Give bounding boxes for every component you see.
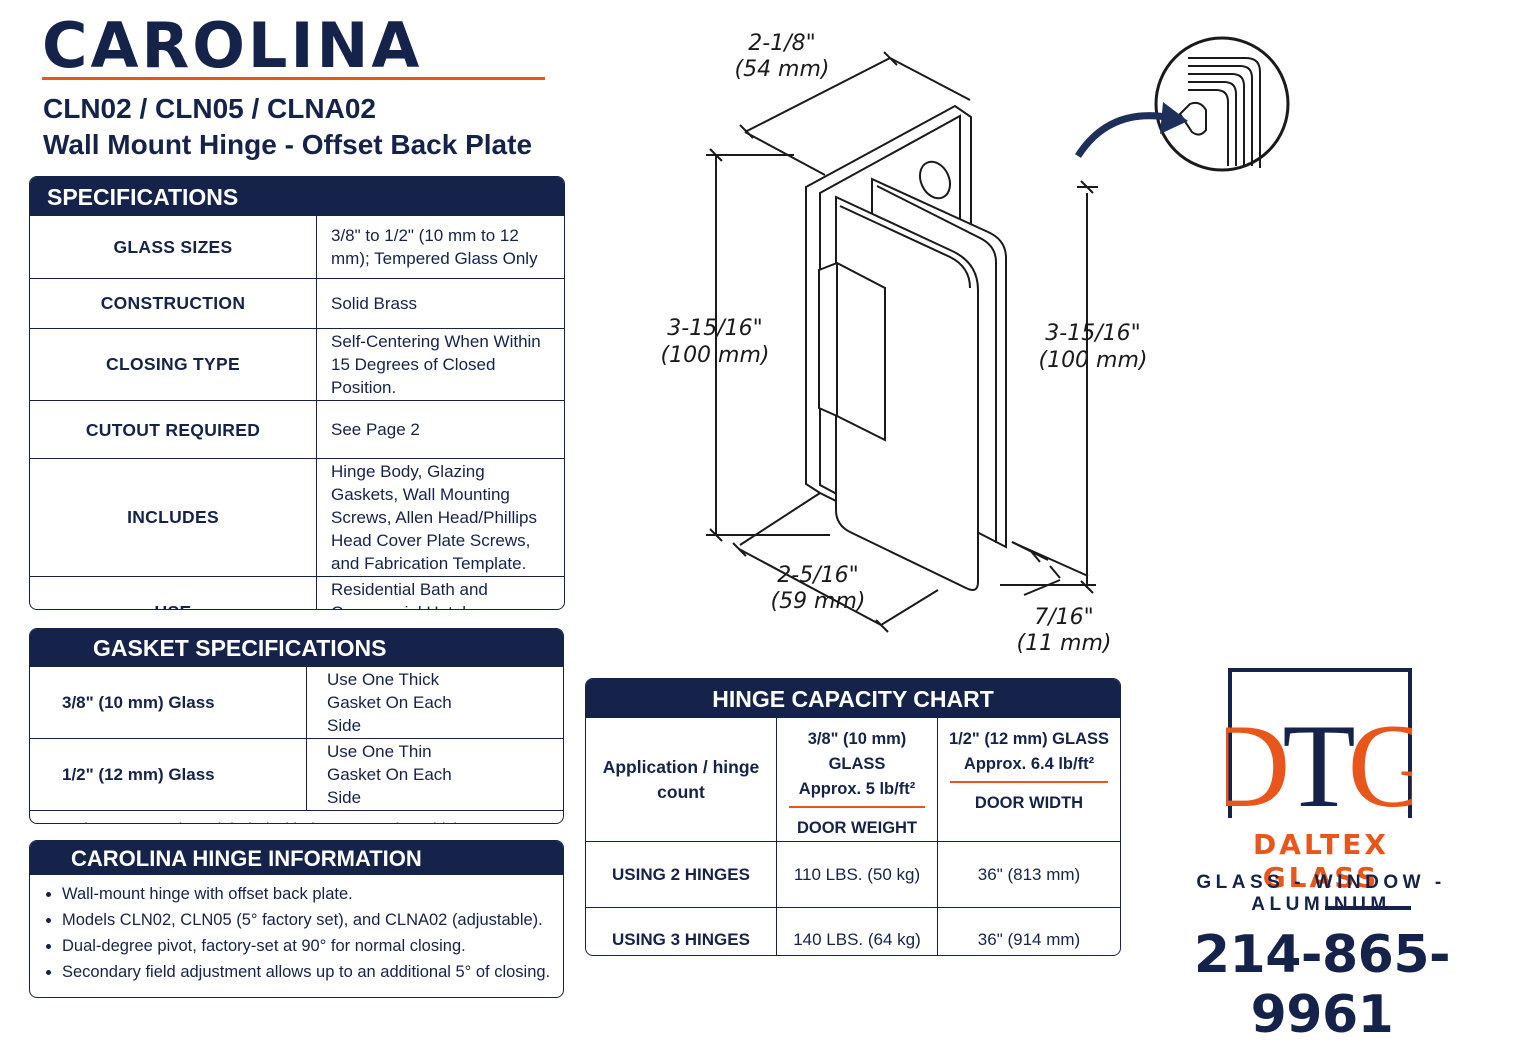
col2-divider <box>950 781 1108 783</box>
spec-label: USE <box>30 576 317 609</box>
logo-letters: DTG <box>1226 699 1412 818</box>
col2-sub: Approx. 6.4 lb/ft² <box>963 755 1095 773</box>
brand-tagline: GLASS - WINDOW - ALUMINUM <box>1196 872 1446 915</box>
spec-row: GLASS SIZES 3/8" to 1/2" (10 mm to 12 mm… <box>30 215 564 279</box>
list-item: Secondary field adjustment allows up to … <box>62 959 563 985</box>
gasket-panel: GASKET SPECIFICATIONS 3/8" (10 mm) Glass… <box>29 628 564 824</box>
table-row: USING 2 HINGES 110 LBS. (50 kg) 36" (813… <box>586 841 1120 908</box>
door-weight-value: 140 LBS. (64 kg) <box>776 907 938 955</box>
spec-label: INCLUDES <box>30 458 317 577</box>
dim-bottom-width-mm: (59 mm) <box>770 589 865 614</box>
capacity-col2-header: 1/2" (12 mm) GLASS Approx. 6.4 lb/ft² DO… <box>937 717 1120 842</box>
gasket-row: 1/2" (12 mm) Glass Use One Thin Gasket O… <box>30 738 563 811</box>
hinge-count-label: USING 3 HINGES <box>586 907 777 955</box>
gasket-label: 1/2" (12 mm) Glass <box>30 738 307 811</box>
capacity-panel: HINGE CAPACITY CHART Application / hinge… <box>585 678 1121 956</box>
col1-sub: Approx. 5 lb/ft² <box>798 780 916 798</box>
table-row: Application / hinge count 3/8" (10 mm) G… <box>586 717 1120 842</box>
capacity-table: Application / hinge count 3/8" (10 mm) G… <box>586 717 1120 955</box>
spec-value: Hinge Body, Glazing Gaskets, Wall Mounti… <box>316 458 564 577</box>
gasket-note-row: Use the screw package labeled with the c… <box>30 810 563 823</box>
dim-right-height-mm: (100 mm) <box>1038 348 1147 373</box>
capacity-corner: Application / hinge count <box>586 717 777 842</box>
gasket-note: Use the screw package labeled with the c… <box>30 810 563 823</box>
list-item: Wall-mount hinge with offset back plate. <box>62 881 563 907</box>
product-subtitle: Wall Mount Hinge - Offset Back Plate <box>43 129 533 160</box>
page-title: CAROLINA <box>42 9 423 82</box>
gasket-table: 3/8" (10 mm) Glass Use One Thick Gasket … <box>30 666 563 823</box>
specifications-heading: SPECIFICATIONS <box>30 177 564 215</box>
dim-depth: 7/16" <box>1034 605 1094 630</box>
spec-label: GLASS SIZES <box>30 215 317 279</box>
spec-row: CONSTRUCTION Solid Brass <box>30 278 564 329</box>
gasket-heading: GASKET SPECIFICATIONS <box>30 629 563 666</box>
specifications-table: GLASS SIZES 3/8" to 1/2" (10 mm to 12 mm… <box>30 215 564 609</box>
hinge-technical-drawing: 2-1/8" (54 mm) 3-15/16" (100 mm) 3-15/16… <box>660 31 1290 656</box>
col2-title: 1/2" (12 mm) GLASS <box>948 730 1110 748</box>
spec-row: USE Residential Bath and Commercial Hote… <box>30 576 564 609</box>
list-item: Dual-degree pivot, factory-set at 90° fo… <box>62 933 563 959</box>
dim-top-width: 2-1/8" <box>748 31 815 56</box>
capacity-heading: HINGE CAPACITY CHART <box>586 679 1120 717</box>
gasket-label: 3/8" (10 mm) Glass <box>30 666 307 739</box>
spec-row: CUTOUT REQUIRED See Page 2 <box>30 400 564 459</box>
spec-value: 3/8" to 1/2" (10 mm to 12 mm); Tempered … <box>316 215 564 279</box>
hinge-info-panel: CAROLINA HINGE INFORMATION Wall-mount hi… <box>29 840 564 998</box>
phone-number: 214-865-9961 <box>1193 925 1451 1045</box>
door-width-value: 36" (914 mm) <box>937 907 1120 955</box>
dim-top-width-mm: (54 mm) <box>734 57 829 82</box>
col2-label: DOOR WIDTH <box>974 794 1084 812</box>
spec-row: INCLUDES Hinge Body, Glazing Gaskets, Wa… <box>30 458 564 577</box>
hinge-info-heading: CAROLINA HINGE INFORMATION <box>30 841 563 875</box>
door-width-value: 36" (813 mm) <box>937 841 1120 908</box>
spec-label: CLOSING TYPE <box>30 328 317 401</box>
dim-left-height: 3-15/16" <box>667 316 762 341</box>
spec-label: CONSTRUCTION <box>30 278 317 329</box>
col1-label: DOOR WEIGHT <box>796 819 918 837</box>
col1-title: 3/8" (10 mm) GLASS <box>807 730 907 773</box>
gasket-value: Use One Thick Gasket On Each Side <box>306 666 563 739</box>
dim-bottom-width: 2-5/16" <box>777 563 858 588</box>
spec-row: CLOSING TYPE Self-Centering When Within … <box>30 328 564 401</box>
dim-right-height: 3-15/16" <box>1045 321 1140 346</box>
list-item: Models CLN02, CLN05 (5° factory set), an… <box>62 907 563 933</box>
title-underline <box>42 77 545 80</box>
brand-name: DALTEX GLASS <box>1253 828 1389 894</box>
spec-value: See Page 2 <box>316 400 564 459</box>
model-numbers: CLN02 / CLN05 / CLNA02 <box>43 93 376 124</box>
col1-divider <box>789 806 925 808</box>
gasket-row: 3/8" (10 mm) Glass Use One Thick Gasket … <box>30 666 563 739</box>
spec-value: Solid Brass <box>316 278 564 329</box>
spec-value: Residential Bath and Commercial Hotel Ap… <box>316 576 564 609</box>
hinge-info-list: Wall-mount hinge with offset back plate.… <box>30 881 563 985</box>
door-weight-value: 110 LBS. (50 kg) <box>776 841 938 908</box>
specifications-panel: SPECIFICATIONS GLASS SIZES 3/8" to 1/2" … <box>29 176 565 610</box>
tagline-divider <box>1325 906 1411 910</box>
capacity-col1-header: 3/8" (10 mm) GLASS Approx. 5 lb/ft² DOOR… <box>776 717 938 842</box>
table-row: USING 3 HINGES 140 LBS. (64 kg) 36" (914… <box>586 907 1120 955</box>
spec-label: CUTOUT REQUIRED <box>30 400 317 459</box>
hinge-count-label: USING 2 HINGES <box>586 841 777 908</box>
spec-value: Self-Centering When Within 15 Degrees of… <box>316 328 564 401</box>
daltex-logo: DTG <box>1226 668 1412 818</box>
dim-depth-mm: (11 mm) <box>1016 631 1111 656</box>
dim-left-height-mm: (100 mm) <box>660 343 769 368</box>
gasket-value: Use One Thin Gasket On Each Side <box>306 738 563 811</box>
